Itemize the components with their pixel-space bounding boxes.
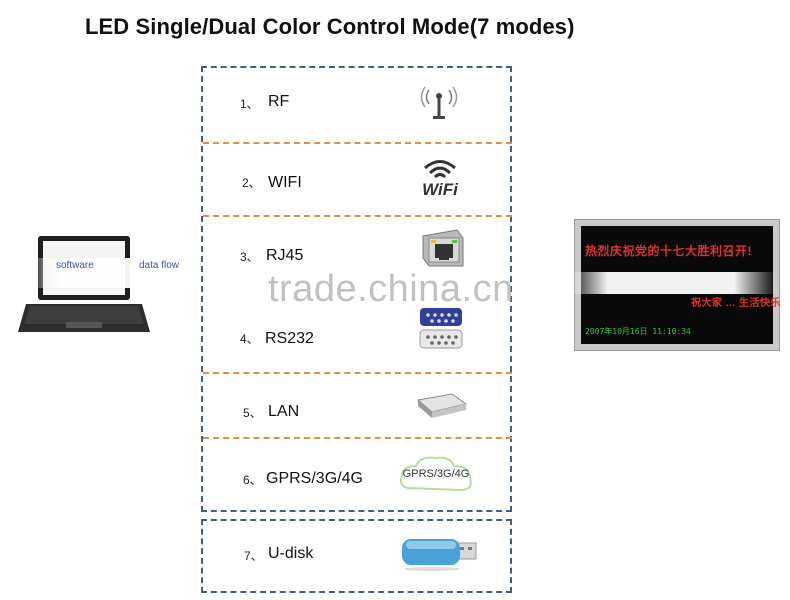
mode-label-rf: RF [268, 93, 289, 111]
rs232-connector-icon [418, 306, 464, 350]
software-label: software [56, 260, 94, 271]
mode-label-rj45: RJ45 [266, 247, 303, 265]
separator [203, 142, 512, 144]
cloud-icon: GPRS/3G/4G [396, 454, 476, 498]
separator [203, 437, 512, 439]
antenna-icon [416, 84, 462, 120]
diagram-title: LED Single/Dual Color Control Mode(7 mod… [85, 14, 575, 40]
mode-label-gprs: GPRS/3G/4G [266, 470, 363, 488]
row-number: 5、 [243, 404, 262, 421]
separator [203, 372, 512, 374]
led-blur-band [566, 272, 776, 294]
usb-drive-icon [398, 533, 482, 573]
data-flow-label: data flow [139, 260, 179, 271]
led-line2: 祝大家 ... 生活快乐 [691, 294, 781, 309]
rj45-port-icon [419, 228, 465, 268]
mode-label-wifi: WIFI [268, 174, 302, 192]
row-number: 7、 [244, 547, 263, 564]
mode-label-rs232: RS232 [265, 330, 314, 348]
led-line1: 热烈庆祝党的十七大胜利召开! [585, 242, 752, 259]
row-number: 1、 [240, 95, 259, 112]
mode-label-u-disk: U-disk [268, 545, 313, 563]
row-number: 3、 [240, 248, 259, 265]
mode-label-lan: LAN [268, 403, 299, 421]
row-number: 4、 [240, 330, 259, 347]
wifi-icon-text: WiFi [422, 180, 459, 199]
row-number: 6、 [243, 471, 262, 488]
router-icon [416, 392, 468, 420]
row-number: 2、 [242, 174, 261, 191]
wifi-icon: WiFi [414, 155, 466, 199]
separator [203, 215, 512, 217]
cloud-text: GPRS/3G/4G [403, 468, 470, 480]
led-time: 2007年10月16日 11:10:34 [585, 326, 691, 337]
watermark-text: trade.china.cn [268, 268, 514, 311]
